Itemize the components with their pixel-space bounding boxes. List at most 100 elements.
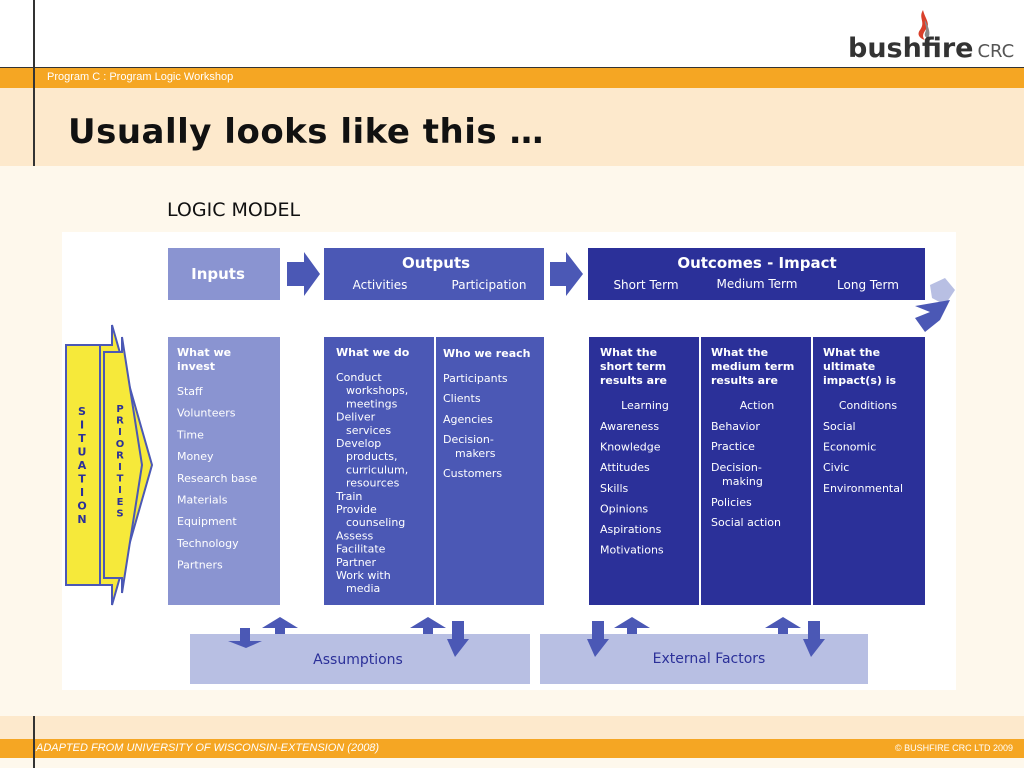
flame-icon — [918, 10, 930, 40]
presentation-subtitle: Program C : Program Logic Workshop — [47, 71, 234, 83]
priorities-letter: I — [118, 427, 122, 438]
footer-end — [0, 758, 1024, 768]
participation-line: Participants — [443, 372, 508, 385]
arrow-up-icon — [614, 617, 650, 634]
logic-model-label: LOGIC MODEL — [167, 199, 301, 221]
medium-term-label: Medium Term — [717, 277, 798, 291]
activity-line: Conduct — [336, 371, 382, 384]
outputs-header-box — [324, 248, 544, 300]
short-term-item: Opinions — [600, 502, 648, 515]
participation-line: Customers — [443, 467, 502, 480]
inputs-header: Inputs — [191, 265, 245, 283]
situation-letter: S — [78, 405, 86, 418]
activity-line: Provide — [336, 503, 377, 516]
medium-term-line: making — [722, 475, 763, 488]
participation-line: Clients — [443, 392, 481, 405]
participation-label: Participation — [452, 278, 527, 292]
activities-label: Activities — [353, 278, 408, 292]
medium-term-line: Social action — [711, 516, 781, 529]
inputs-item: Research base — [177, 472, 257, 485]
priorities-letter: T — [117, 474, 124, 485]
activity-line: products, — [346, 450, 398, 463]
short-term-category: Learning — [621, 399, 669, 412]
inputs-title: invest — [177, 360, 215, 373]
long-term-title: What the — [823, 346, 880, 359]
participation-box — [436, 337, 544, 605]
activity-line: resources — [346, 477, 400, 490]
medium-term-line: Policies — [711, 496, 752, 509]
short-term-item: Aspirations — [600, 523, 662, 536]
assumptions-label: Assumptions — [313, 652, 403, 668]
arrow-down-icon — [803, 621, 825, 657]
participation-text: Who we reachParticipantsClientsAgenciesD… — [443, 347, 530, 480]
situation-letter: U — [78, 446, 87, 459]
activity-line: Develop — [336, 437, 381, 450]
medium-term-title: What the — [711, 346, 768, 359]
footer-attribution: ADAPTED FROM UNIVERSITY OF WISCONSIN-EXT… — [36, 742, 380, 754]
logo-suffix: CRC — [977, 41, 1015, 62]
arrow-up-icon — [262, 617, 298, 634]
medium-term-line: Decision- — [711, 461, 762, 474]
long-term-title: impact(s) is — [823, 374, 897, 387]
inputs-item: Money — [177, 450, 214, 463]
activities-text: What we doConductworkshops,meetingsDeliv… — [335, 346, 410, 595]
short-term-title: results are — [600, 374, 667, 387]
medium-term-box — [701, 337, 811, 605]
long-term-item: Economic — [823, 441, 876, 454]
priorities-letter: I — [118, 462, 122, 473]
activity-line: workshops, — [346, 384, 408, 397]
activity-line: media — [346, 582, 380, 595]
inputs-header-box — [168, 248, 280, 300]
short-term-title: What the — [600, 346, 657, 359]
situation-letter: T — [78, 432, 86, 445]
bidirectional-arrows — [228, 617, 825, 657]
short-term-item: Skills — [600, 482, 629, 495]
inputs-item: Volunteers — [177, 407, 236, 420]
arrow-right-icon — [550, 252, 583, 296]
activity-line: services — [346, 424, 391, 437]
arrow-down-icon — [228, 628, 262, 648]
long-term-title: ultimate — [823, 360, 875, 373]
title-band — [0, 88, 1024, 166]
outcomes-header: Outcomes - Impact — [677, 254, 836, 272]
long-term-item: Social — [823, 420, 856, 433]
header-divider — [0, 67, 1024, 68]
slide-title: Usually looks like this … — [68, 112, 544, 152]
cycle-arrow-back-icon — [915, 300, 950, 332]
inputs-item: Partners — [177, 559, 223, 572]
footer-area — [0, 716, 1024, 739]
short-term-item: Knowledge — [600, 441, 661, 454]
priorities-letter: R — [116, 416, 124, 427]
situation-letter: O — [77, 500, 86, 513]
long-term-item: Civic — [823, 461, 849, 474]
priorities-letter: E — [117, 497, 124, 508]
cycle-arrow-icon — [930, 278, 955, 305]
situation-letter: A — [78, 459, 87, 472]
left-rule-top — [33, 0, 35, 166]
activity-line: Facilitate — [336, 543, 386, 556]
medium-term-title: medium term — [711, 360, 794, 373]
activity-line: meetings — [346, 397, 398, 410]
header-area — [0, 0, 1024, 68]
activity-line: curriculum, — [346, 463, 408, 476]
situation-letter: I — [80, 486, 84, 499]
situation-letter: N — [77, 513, 86, 526]
footer-bar — [0, 739, 1024, 758]
priorities-letter: R — [116, 450, 124, 461]
footer-copyright: © BUSHFIRE CRC LTD 2009 — [895, 743, 1013, 753]
short-term-item: Attitudes — [600, 461, 650, 474]
short-term-title: short term — [600, 360, 666, 373]
activities-title: What we do — [336, 346, 410, 359]
priorities-letter: P — [116, 404, 123, 415]
short-term-item: Awareness — [600, 420, 659, 433]
long-term-category: Conditions — [839, 399, 897, 412]
inputs-title: What we — [177, 346, 231, 359]
outputs-header: Outputs — [402, 254, 470, 272]
